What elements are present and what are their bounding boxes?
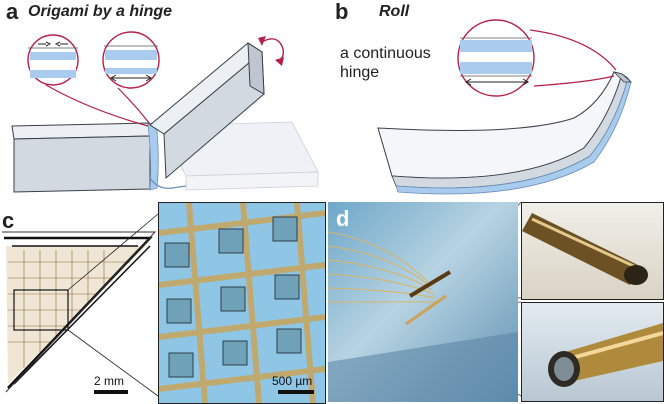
- panel-c-letter: c: [2, 208, 15, 233]
- roll-hinge-diagram: [377, 19, 633, 195]
- scale-bar-overview: [94, 390, 128, 394]
- continuous-hinge-label-line1: a continuous: [340, 45, 431, 62]
- cube-array-micrograph: [158, 202, 326, 404]
- origami-hinge-diagram: [11, 31, 319, 193]
- roll-closeup-top: [521, 202, 664, 300]
- roll-closeup-bottom: [521, 302, 664, 402]
- panel-b-letter: b: [335, 0, 349, 24]
- panel-a-title: Origami by a hinge: [28, 3, 173, 20]
- panel-b-title: Roll: [379, 3, 410, 20]
- scale-bar-zoom: [278, 390, 314, 394]
- continuous-hinge-label-line2: hinge: [340, 64, 380, 81]
- scale-label-zoom: 500 µm: [272, 374, 313, 388]
- device-photo: [328, 202, 518, 402]
- scale-label-overview: 2 mm: [94, 374, 124, 388]
- device-array-overview: [2, 213, 160, 397]
- panel-d-letter: d: [336, 206, 350, 231]
- panel-a-letter: a: [6, 0, 19, 24]
